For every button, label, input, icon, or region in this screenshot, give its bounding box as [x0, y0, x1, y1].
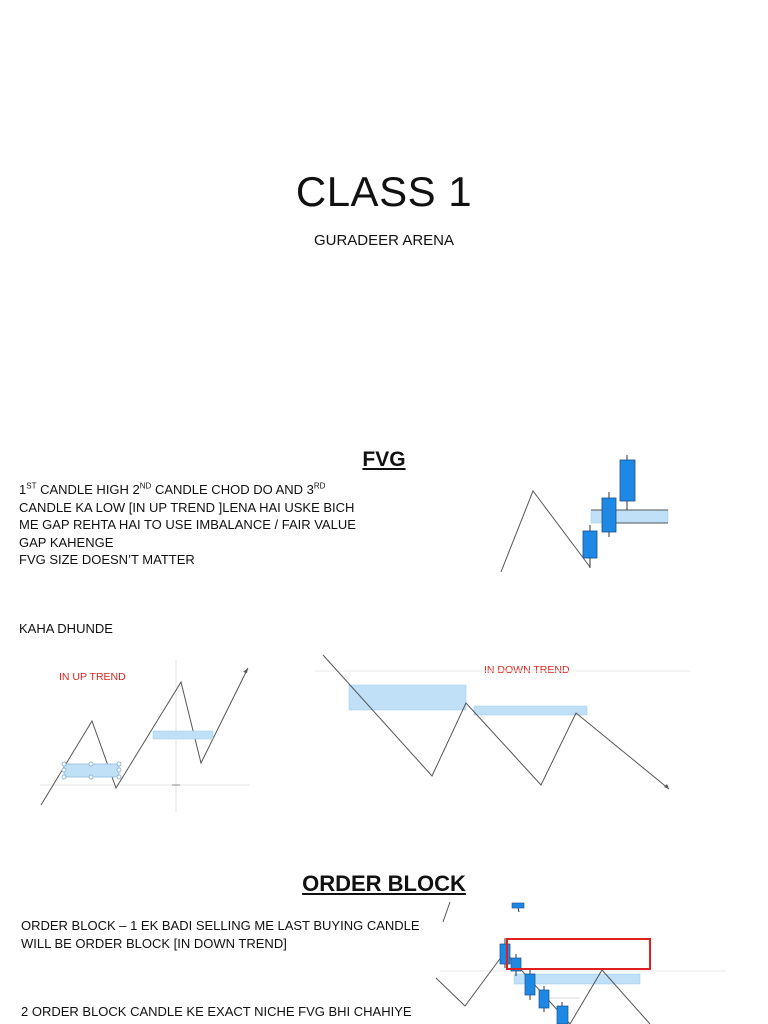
order-block-box: [506, 938, 651, 970]
down-trend-zone-1: [348, 684, 467, 711]
ob-candle-2: [510, 954, 522, 976]
fvg-line-1-sup-2: ND: [139, 481, 152, 491]
fvg-line-1-part-b: CANDLE HIGH 2: [36, 482, 140, 497]
fvg-heading: FVG: [362, 448, 406, 471]
order-block-line-3: 2 ORDER BLOCK CANDLE KE EXACT NICHE FVG …: [21, 1004, 412, 1019]
order-block-line-2: WILL BE ORDER BLOCK [IN DOWN TREND]: [21, 935, 287, 951]
kaha-dhunde-label: KAHA DHUNDE: [19, 621, 113, 636]
up-trend-zone-1: [63, 763, 120, 778]
order-block-heading: ORDER BLOCK: [302, 871, 466, 896]
up-trend-arrow: [243, 668, 248, 673]
fvg-candle-1: [582, 525, 598, 568]
fvg-line-3: ME GAP REHTA HAI TO USE IMBALANCE / FAIR…: [19, 517, 356, 532]
fvg-line-4: GAP KAHENGE: [19, 534, 114, 550]
fvg-line-1-sup-3: RD: [313, 481, 326, 491]
order-block-description: ORDER BLOCK – 1 EK BADI SELLING ME LAST …: [21, 917, 421, 952]
order-block-line-1: ORDER BLOCK – 1 EK BADI SELLING ME LAST …: [21, 918, 420, 933]
up-trend-price-line: [40, 667, 249, 806]
fvg-candle-2: [601, 492, 617, 537]
up-trend-zone-handles: [61, 761, 122, 780]
up-trend-zone-2: [152, 730, 214, 740]
page-subtitle: GURADEER ARENA: [313, 232, 455, 249]
ob-candle-5: [556, 1002, 569, 1024]
down-trend-zone-2: [473, 705, 588, 716]
ob-price-line: [435, 951, 571, 1024]
down-trend-arrow: [664, 784, 669, 789]
fvg-zone: [590, 509, 669, 524]
fvg-line-2: CANDLE KA LOW [IN UP TREND ]LENA HAI USK…: [19, 499, 355, 515]
up-trend-label: IN UP TREND: [59, 671, 126, 683]
fvg-line-1-part-a: 1: [19, 482, 27, 497]
fvg-line-1-part-c: CANDLE CHOD DO AND 3: [151, 482, 314, 497]
ob-candle-3: [524, 970, 536, 1000]
ob-fvg-zone: [513, 973, 641, 985]
fvg-description: 1ST CANDLE HIGH 2ND CANDLE CHOD DO AND 3…: [19, 481, 369, 569]
ob-candle-1: [499, 938, 511, 968]
ob-top-line: [442, 901, 451, 923]
down-trend-label: IN DOWN TREND: [484, 664, 570, 676]
fvg-line-1: 1ST CANDLE HIGH 2ND CANDLE CHOD DO AND 3…: [19, 481, 369, 499]
fvg-line-5: FVG SIZE DOESN’T MATTER: [19, 552, 195, 567]
fvg-line-1-sup-1: ST: [26, 481, 37, 491]
page-title: CLASS 1: [295, 168, 473, 215]
ob-price-line-2: [569, 969, 651, 1024]
ob-top-candle: [511, 902, 525, 913]
ob-candle-4: [538, 986, 550, 1012]
fvg-price-line: [500, 489, 591, 573]
